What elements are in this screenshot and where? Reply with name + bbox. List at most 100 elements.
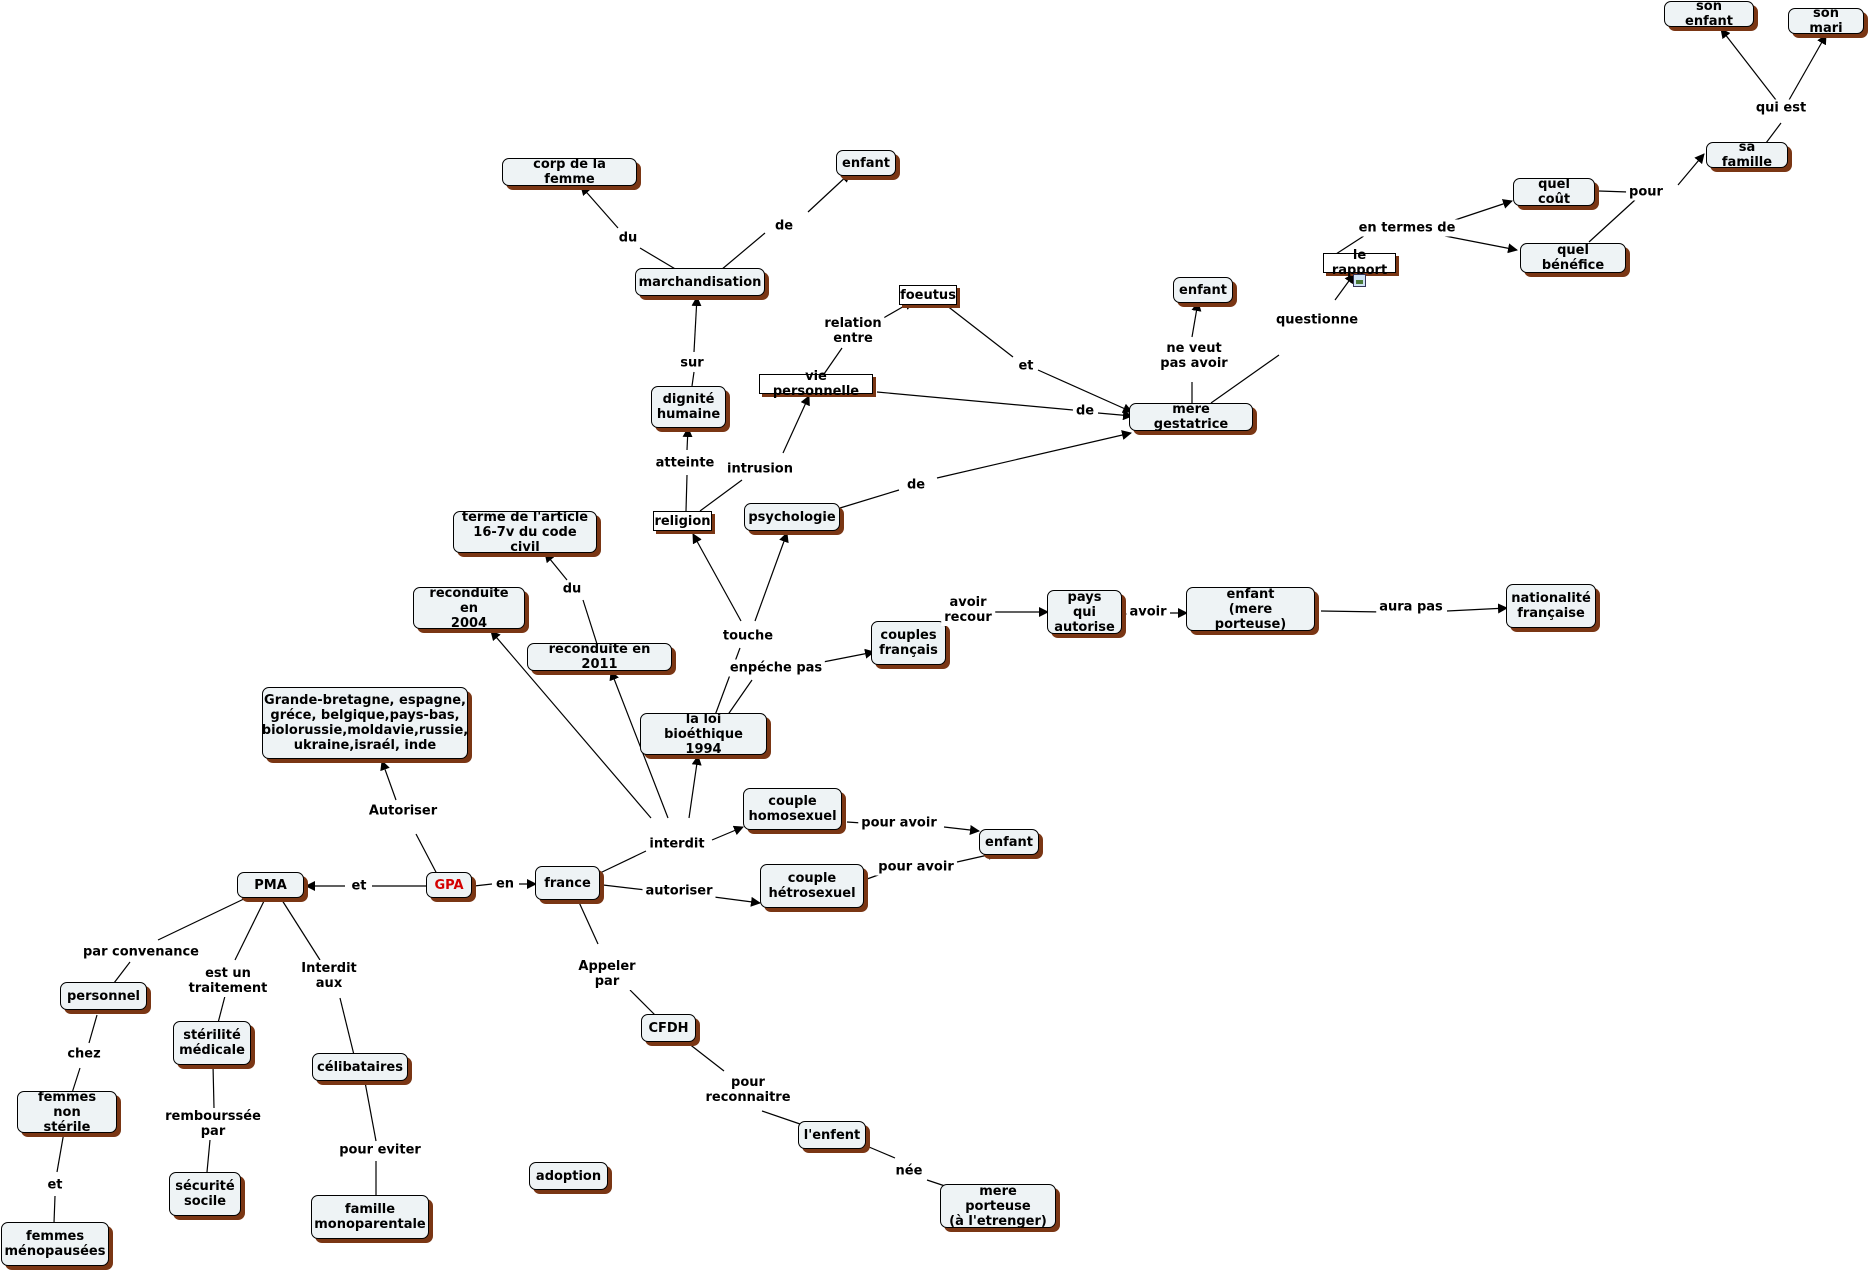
- node-gpa[interactable]: GPA: [426, 872, 472, 898]
- node-celibataires[interactable]: célibataires: [312, 1053, 408, 1081]
- node-couple-homosexuel[interactable]: couple homosexuel: [743, 788, 842, 830]
- node-loi-bioethique[interactable]: la loi bioéthique 1994: [640, 711, 767, 757]
- node-adoption[interactable]: adoption: [529, 1162, 608, 1190]
- node-femmes-menopausees[interactable]: femmes ménopausées: [1, 1222, 109, 1266]
- node-securite-sociale[interactable]: sécurité socile: [169, 1172, 241, 1216]
- node-label: terme de l'article 16-7v du code civil: [461, 509, 589, 555]
- node-pays-qui-autorise[interactable]: pays qui autorise: [1047, 590, 1122, 635]
- node-label: stérilité médicale: [179, 1028, 245, 1058]
- link-de-psychologie: de: [903, 476, 929, 494]
- link-pour: pour: [1626, 183, 1666, 201]
- node-label: famille monoparentale: [314, 1202, 426, 1232]
- node-quel-benefice[interactable]: quel bénéfice: [1520, 243, 1626, 273]
- node-reconduite-2011[interactable]: reconduite en 2011: [527, 642, 672, 672]
- node-label: dignité humaine: [656, 392, 721, 422]
- node-enfant-mere-porteuse[interactable]: enfant (mere porteuse): [1186, 586, 1315, 632]
- link-du-reconduite: du: [559, 580, 585, 598]
- node-label: france: [544, 875, 591, 891]
- node-label: enfant (mere porteuse): [1214, 586, 1287, 632]
- node-pma[interactable]: PMA: [237, 872, 304, 898]
- node-mere-porteuse-etranger[interactable]: mere porteuse (à l'etrenger): [940, 1184, 1056, 1229]
- node-label: GPA: [434, 877, 464, 893]
- node-corp-de-la-femme[interactable]: corp de la femme: [502, 157, 637, 187]
- node-enfant-marchandisation[interactable]: enfant: [836, 150, 896, 176]
- link-de-vie-personnelle: de: [1072, 402, 1098, 420]
- node-label: son enfant: [1685, 0, 1733, 29]
- node-label: personnel: [67, 988, 140, 1004]
- node-label: enfant: [985, 834, 1033, 850]
- node-son-enfant[interactable]: son enfant: [1664, 0, 1754, 29]
- link-aura-pas: aura pas: [1376, 598, 1446, 616]
- node-famille-monoparentale[interactable]: famille monoparentale: [311, 1195, 429, 1239]
- node-l-enfent[interactable]: l'enfent: [798, 1121, 866, 1149]
- node-marchandisation[interactable]: marchandisation: [635, 268, 765, 296]
- node-enfant-top[interactable]: enfant: [1173, 277, 1233, 303]
- node-mere-gestatrice[interactable]: mere gestatrice: [1129, 402, 1253, 432]
- node-label: femmes ménopausées: [4, 1229, 106, 1259]
- node-quel-cout[interactable]: quel coût: [1513, 177, 1595, 207]
- node-reconduite-2004[interactable]: reconduite en 2004: [413, 585, 525, 631]
- node-label: le rapport: [1331, 248, 1388, 278]
- node-label: adoption: [535, 1168, 602, 1184]
- node-religion[interactable]: religion: [653, 511, 712, 531]
- node-pays-liste[interactable]: Grande-bretagne, espagne, gréce, belgiqu…: [262, 687, 468, 759]
- link-sur: sur: [677, 354, 707, 372]
- node-label: l'enfent: [803, 1127, 861, 1143]
- node-label: enfant: [842, 155, 890, 171]
- node-label: psychologie: [748, 509, 836, 525]
- node-cfdh[interactable]: CFDH: [641, 1014, 696, 1042]
- link-pour-reconnaitre: pour reconnaitre: [702, 1074, 794, 1106]
- node-enfant-couple[interactable]: enfant: [979, 829, 1039, 855]
- node-label: la loi bioéthique 1994: [664, 711, 743, 757]
- node-label: Grande-bretagne, espagne, gréce, belgiqu…: [261, 693, 469, 753]
- node-couples-francais[interactable]: couples français: [871, 621, 946, 665]
- node-vie-personnelle[interactable]: vie personnelle: [759, 369, 873, 399]
- node-couple-hetrosexuel[interactable]: couple hétrosexuel: [760, 864, 864, 908]
- node-label: célibataires: [317, 1059, 403, 1075]
- node-sa-famille[interactable]: sa famille: [1706, 140, 1788, 170]
- node-femmes-non-sterile[interactable]: femmes non stérile: [17, 1089, 117, 1135]
- node-label: PMA: [254, 877, 287, 893]
- node-label: nationalité française: [1511, 591, 1591, 621]
- node-label: vie personnelle: [772, 369, 860, 399]
- link-avoir-recour: avoir recour: [941, 594, 995, 626]
- link-atteinte: atteinte: [652, 454, 718, 472]
- image-icon[interactable]: [1353, 274, 1366, 287]
- link-en-france: en: [492, 875, 518, 893]
- node-label: quel coût: [1537, 177, 1571, 207]
- link-en-termes-de: en termes de: [1355, 219, 1459, 237]
- link-interdit: interdit: [646, 835, 708, 853]
- link-touche: touche: [719, 627, 777, 645]
- node-label: reconduite en 2004: [429, 585, 509, 631]
- node-france[interactable]: france: [535, 866, 600, 900]
- node-label: femmes non stérile: [37, 1089, 97, 1135]
- link-et-femmes: et: [44, 1176, 66, 1194]
- node-personnel[interactable]: personnel: [60, 982, 147, 1010]
- link-autoriser-pays: Autoriser: [365, 802, 441, 820]
- node-terme-article[interactable]: terme de l'article 16-7v du code civil: [453, 509, 597, 555]
- link-avoir: avoir: [1126, 603, 1170, 621]
- link-questionne: questionne: [1272, 311, 1362, 329]
- node-label: couple homosexuel: [748, 794, 837, 824]
- node-label: marchandisation: [638, 274, 762, 290]
- link-ne-veut-pas-avoir: ne veut pas avoir: [1157, 340, 1231, 372]
- link-de-enfant: de: [771, 217, 797, 235]
- link-relation-entre: relation entre: [821, 315, 885, 347]
- node-foeutus[interactable]: foeutus: [899, 285, 957, 305]
- node-sterilite-medicale[interactable]: stérilité médicale: [173, 1021, 251, 1065]
- link-intrusion: intrusion: [724, 460, 796, 478]
- link-pour-avoir-hetero: pour avoir: [875, 858, 957, 876]
- node-label: religion: [654, 513, 711, 529]
- node-label: son mari: [1809, 6, 1843, 36]
- node-label: couples français: [879, 628, 938, 658]
- node-label: sécurité socile: [175, 1179, 235, 1209]
- node-psychologie[interactable]: psychologie: [744, 503, 840, 531]
- node-son-mari[interactable]: son mari: [1788, 6, 1864, 36]
- link-nee: née: [892, 1162, 926, 1180]
- node-label: reconduite en 2011: [548, 642, 651, 672]
- node-le-rapport[interactable]: le rapport: [1323, 248, 1396, 278]
- link-qui-est: qui est: [1752, 99, 1810, 117]
- node-nationalite-francaise[interactable]: nationalité française: [1506, 584, 1596, 628]
- node-dignite-humaine[interactable]: dignité humaine: [651, 386, 726, 428]
